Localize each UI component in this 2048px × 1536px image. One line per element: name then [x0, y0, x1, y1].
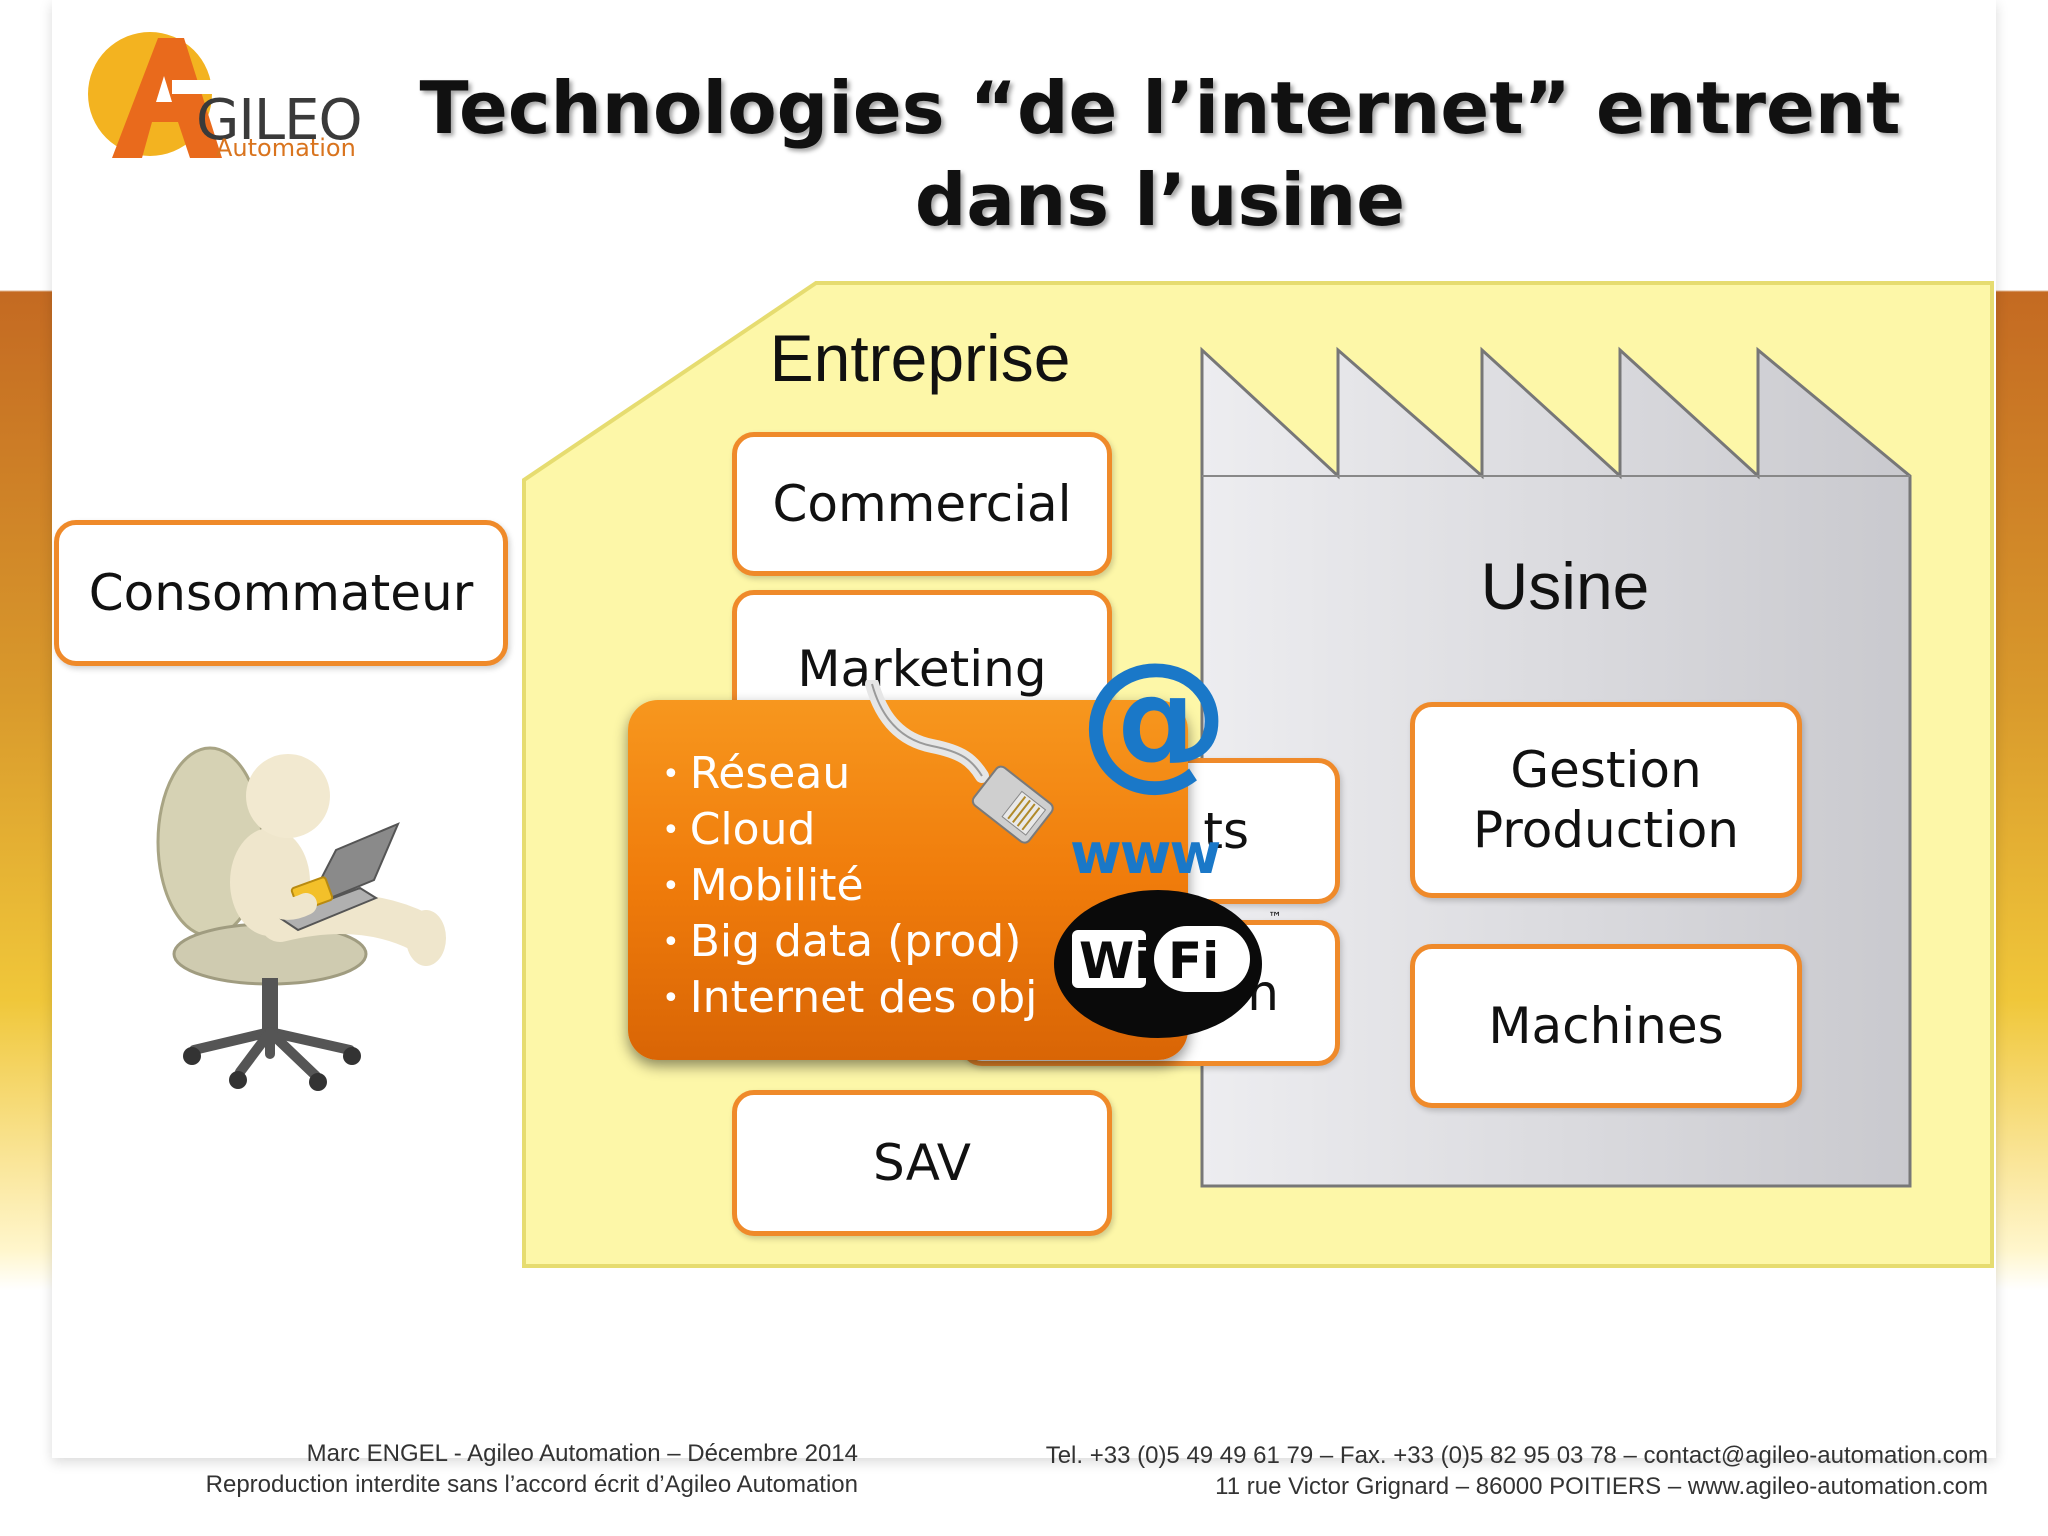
wifi-left-text: Wi [1079, 932, 1151, 990]
company-logo: GILEO Automation [72, 18, 363, 168]
commercial-box: Commercial [732, 432, 1112, 576]
marketing-label: Marketing [797, 640, 1047, 698]
gestion-production-box: Gestion Production [1410, 702, 1802, 898]
technologies-callout: • Réseau • Cloud • Mobilité • Big data (prod) • I… [628, 700, 1188, 1060]
enterprise-label: Entreprise [769, 321, 1071, 395]
partial-box-top-label: ts [1203, 802, 1249, 860]
logo-name: GILEO [196, 88, 363, 153]
production-label: Production [1472, 801, 1739, 859]
technology-item: • Mobilité [662, 858, 1188, 914]
wifi-right-text: Fi [1168, 932, 1219, 990]
machines-box: Machines [1410, 944, 1802, 1108]
ethernet-cable-icon [865, 680, 1054, 844]
www-label: www [1070, 822, 1221, 887]
wifi-tm: ™ [1268, 910, 1282, 926]
machines-label: Machines [1488, 997, 1724, 1055]
wifi-logo-icon: Wi Fi ™ [1054, 890, 1282, 1038]
bullet-icon: • [662, 869, 680, 904]
technology-item: • Big data (prod) [662, 914, 1188, 970]
technology-item: • Réseau [662, 746, 1188, 802]
footer-address-line: 11 rue Victor Grignard – 86000 POITIERS … [1215, 1473, 1988, 1500]
footer-author-line: Marc ENGEL - Agileo Automation – Décembr… [306, 1440, 858, 1467]
technology-label: Réseau [689, 748, 851, 799]
logo-subtitle: Automation [216, 134, 356, 162]
factory-label: Usine [1480, 549, 1650, 623]
footer-author: Marc ENGEL - Agileo Automation – Décembr… [100, 1438, 858, 1500]
bullet-icon: • [662, 981, 680, 1016]
commercial-label: Commercial [772, 475, 1072, 533]
footer-contact: Tel. +33 (0)5 49 49 61 79 – Fax. +33 (0)… [900, 1440, 1988, 1502]
bullet-icon: • [662, 925, 680, 960]
sav-label: SAV [873, 1134, 971, 1192]
bullet-icon: • [662, 757, 680, 792]
technology-label: Big data (prod) [689, 916, 1022, 967]
technologies-list: • Réseau • Cloud • Mobilité • Big data (prod) • I… [662, 746, 1188, 1026]
gestion-label: Gestion [1510, 741, 1702, 799]
technology-label: Mobilité [689, 860, 864, 911]
at-www-icon: @ www [1066, 631, 1242, 887]
consumer-box: Consommateur [54, 520, 508, 666]
title-line-2: dans l’usine [914, 158, 1406, 242]
at-sign: @ [1079, 631, 1229, 805]
technology-label: Cloud [689, 804, 816, 855]
footer-copyright-line: Reproduction interdite sans l’accord écr… [205, 1471, 858, 1498]
agileo-a-logo-icon [88, 32, 222, 158]
technology-item: • Cloud [662, 802, 1188, 858]
bullet-icon: • [662, 813, 680, 848]
technology-item: • Internet des obj [662, 970, 1188, 1026]
footer-contact-line: Tel. +33 (0)5 49 49 61 79 – Fax. +33 (0)… [1045, 1442, 1988, 1469]
title-line-1: Technologies “de l’internet” entrent [419, 66, 1901, 150]
technology-label: Internet des obj [689, 972, 1038, 1023]
user-on-chair-icon [156, 746, 446, 1091]
sav-box: SAV [732, 1090, 1112, 1236]
page-title: Technologies “de l’internet” entrent dan… [400, 62, 1920, 246]
consumer-label: Consommateur [88, 564, 474, 622]
